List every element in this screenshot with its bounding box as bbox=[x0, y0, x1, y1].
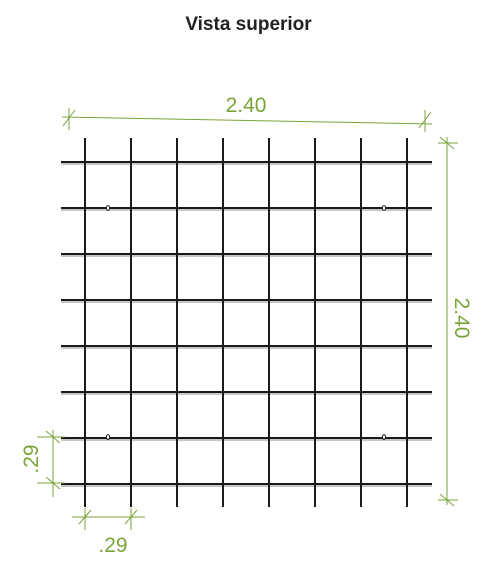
tie-marker bbox=[381, 205, 387, 211]
dimension-lines bbox=[37, 108, 458, 530]
height-dimension-label: 2.40 bbox=[450, 298, 473, 339]
rebar-grid bbox=[61, 138, 432, 507]
tie-marker bbox=[381, 434, 387, 440]
vspacing-tick-bottom bbox=[45, 476, 61, 490]
hspacing-dimension-label: .29 bbox=[98, 534, 127, 557]
width-tick-right bbox=[418, 111, 432, 129]
vspacing-dimension-label: .29 bbox=[20, 444, 43, 473]
hspacing-tick-left bbox=[78, 509, 92, 525]
width-dimension-line bbox=[61, 116, 433, 125]
vspacing-tick-top bbox=[45, 430, 61, 444]
height-tick-bottom bbox=[439, 493, 455, 507]
width-dimension-label: 2.40 bbox=[226, 94, 267, 117]
height-tick-top bbox=[439, 136, 455, 150]
hspacing-tick-right bbox=[124, 509, 138, 525]
width-tick-left bbox=[62, 109, 76, 127]
tie-marker bbox=[105, 205, 111, 211]
page-title: Vista superior bbox=[185, 14, 312, 35]
tie-marker bbox=[105, 434, 111, 440]
